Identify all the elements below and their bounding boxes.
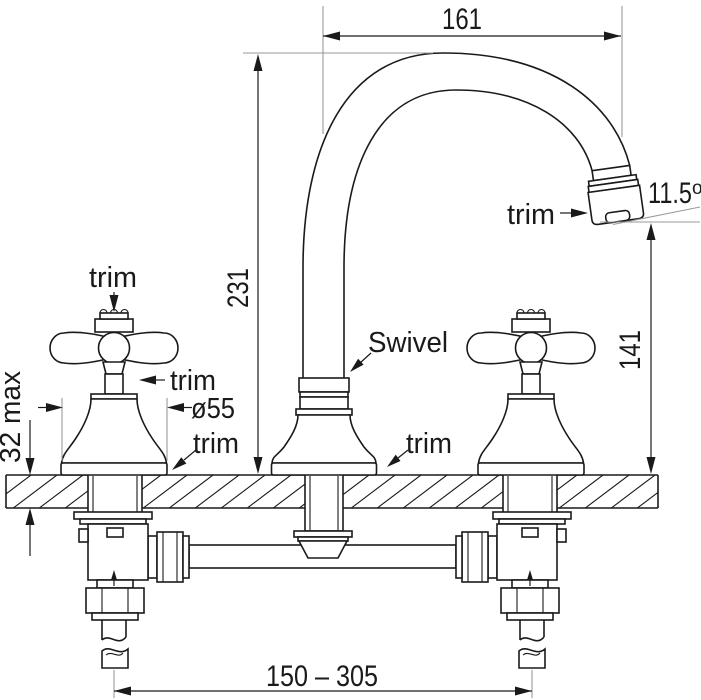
trim-label: trim [170,365,216,397]
right-backnut [492,511,572,520]
spout-backnut [293,530,353,538]
handle-cap [511,318,551,333]
dim-150-305-value: 150 – 305 [266,660,378,693]
dim-141-value: 141 [614,330,647,370]
handle-cap [94,318,134,333]
label-trim-handle-base: trim [172,428,239,470]
right-inlet-tail-break [518,647,546,669]
left-valve-under-counter [73,462,190,669]
dimension-base-diameter: ø55 [38,393,235,461]
arrowhead [646,223,656,240]
handle-stem [104,373,124,395]
label-trim-handle-top: trim [89,262,137,312]
dim-32max-value: 32 max [0,371,27,463]
left-neck [96,579,134,589]
handle-hub [97,331,131,365]
handle-stem [521,373,541,395]
arrowhead [172,457,187,470]
swivel-label: Swivel [368,327,448,359]
right-inlet-tail [519,620,545,642]
left-body-tab [78,528,89,543]
arrowhead [387,454,401,467]
handle-hub [514,331,548,365]
left-bell [60,398,168,464]
dimension-inlet-centres: 150 – 305 [113,660,533,698]
dimension-deck-thickness: 32 max [0,371,35,556]
dimension-spout-reach: 161 [322,3,623,137]
left-fitting-flange [182,535,190,579]
right-fitting-ring [487,535,498,579]
left-fitting-ring [147,535,158,579]
left-fitting-hex [156,531,184,583]
centre-shank-under-counter [293,462,353,559]
gooseneck-inner [343,89,593,378]
gooseneck-outer [302,52,631,378]
right-bell-base [477,462,585,476]
left-inlet-tail [101,620,127,642]
arrowhead [253,54,263,71]
label-trim-handle-stem: trim [139,365,216,397]
left-bell-base [60,462,168,476]
arrowhead [604,31,621,41]
centre-bell [271,414,377,464]
arrowhead [25,508,35,525]
arrowhead [167,403,184,412]
arrowhead [46,403,63,412]
arrowhead [139,375,156,385]
handle-neck [518,361,544,375]
spout-outlet [587,164,645,226]
trim-label: trim [89,262,137,294]
swivel-lip [295,408,353,416]
arrowhead [571,208,588,218]
arrowhead [109,295,119,312]
swivel-body [299,396,349,410]
swivel-collar [298,377,350,393]
dim-161-value: 161 [442,3,482,36]
dimension-outlet-height: 141 [600,221,700,474]
angle-label: 11.5o [648,177,701,210]
dimension-outlet-angle: 11.5o [612,177,701,226]
arrowhead [350,358,364,372]
right-fitting-hex [461,531,489,583]
centre-bell-base [270,462,378,476]
right-body-notch [521,527,539,538]
left-body-notch [106,527,124,538]
right-body-tab [556,528,567,543]
label-swivel: Swivel [350,327,448,372]
label-trim-spout-base: trim [387,428,452,467]
spout-tail [297,540,349,559]
label-trim-spout-outlet: trim [507,199,588,231]
dimension-spout-height: 231 [222,52,433,474]
left-nut-flange [91,612,139,621]
left-hex-nut [85,587,145,614]
handle-neck [101,361,127,375]
left-inlet-tail-break [101,647,129,669]
arrowhead [515,686,532,696]
arrowhead [323,31,340,41]
left-backnut [73,511,153,520]
right-bell [477,398,585,464]
arrowhead [253,457,263,474]
right-fitting-flange [455,535,463,579]
trim-label: trim [193,428,239,460]
spout-body [270,52,645,476]
arrowhead [646,457,656,474]
trim-label: trim [406,428,452,460]
right-nut-flange [506,612,554,621]
dim-231-value: 231 [222,268,255,308]
left-handle [49,308,179,476]
right-valve-under-counter [455,462,572,669]
arrowhead [25,458,35,475]
right-handle [466,308,596,476]
arrowhead [114,686,131,696]
dim-diameter-value: ø55 [191,393,235,425]
trim-label: trim [507,199,555,231]
right-hex-nut [500,587,560,614]
